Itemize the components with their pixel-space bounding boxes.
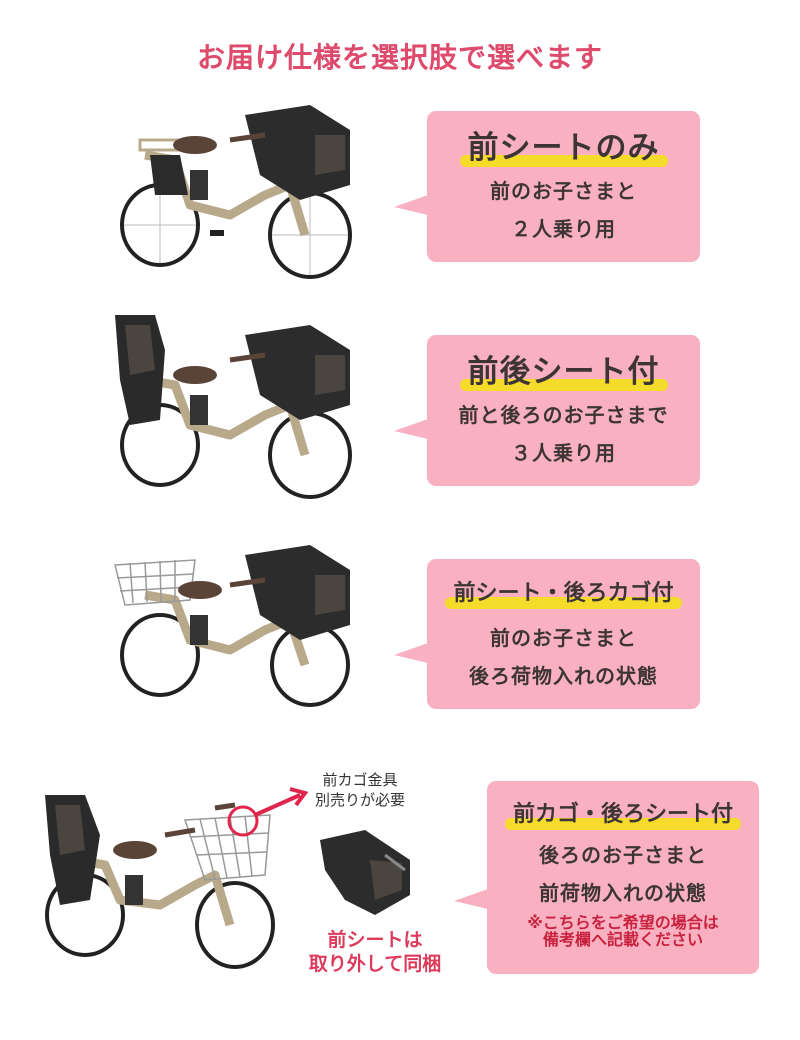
option-title: 前シートのみ xyxy=(459,130,668,167)
page-title: お届け仕様を選択肢で選べます xyxy=(196,41,603,74)
bracket-note-line-1: 前カゴ金具 xyxy=(322,771,398,789)
bubble-tail xyxy=(394,419,428,439)
bubble-tail xyxy=(454,889,488,909)
option-note-line-1: ※こちらをご希望の場合は xyxy=(527,913,719,932)
option-line-2: 前荷物入れの状態 xyxy=(539,881,707,905)
bubble-tail xyxy=(394,195,428,215)
option-line-1: 前のお子さまと xyxy=(490,626,637,650)
option-line-2: 後ろ荷物入れの状態 xyxy=(469,664,658,688)
front-seat-note-line-1: 前シートは xyxy=(327,929,423,951)
option-card-front-rear-seats[interactable]: 前後シート付 前と後ろのお子さまで ３人乗り用 xyxy=(394,335,700,486)
bike-front-basket-rear-seat-image xyxy=(30,775,280,975)
option-title: 前カゴ・後ろシート付 xyxy=(504,799,742,831)
bracket-callout-arrow-icon xyxy=(227,787,309,837)
option-note: ※こちらをご希望の場合は 備考欄へ記載ください xyxy=(487,914,759,948)
bike-front-seat-rear-basket-image xyxy=(100,540,370,710)
option-line-1: 前のお子さまと xyxy=(490,179,637,203)
option-note-line-2: 備考欄へ記載ください xyxy=(542,930,703,949)
option-line-2: ２人乗り用 xyxy=(511,217,616,241)
bubble-tail xyxy=(394,643,428,663)
option-line-2: ３人乗り用 xyxy=(511,441,616,465)
bracket-note: 前カゴ金具 別売りが必要 xyxy=(300,770,420,810)
front-seat-detached-note: 前シートは 取り外して同梱 xyxy=(290,928,460,976)
option-title: 前シート・後ろカゴ付 xyxy=(445,578,682,610)
option-card-front-basket-rear-seat[interactable]: 前カゴ・後ろシート付 後ろのお子さまと 前荷物入れの状態 ※こちらをご希望の場合… xyxy=(454,781,759,974)
option-card-front-seat-only[interactable]: 前シートのみ 前のお子さまと ２人乗り用 xyxy=(394,111,700,262)
bracket-note-line-2: 別売りが必要 xyxy=(314,791,405,809)
option-line-1: 後ろのお子さまと xyxy=(539,843,707,867)
option-title: 前後シート付 xyxy=(459,354,668,391)
detached-front-seat-image xyxy=(310,825,420,920)
option-card-front-seat-rear-basket[interactable]: 前シート・後ろカゴ付 前のお子さまと 後ろ荷物入れの状態 xyxy=(394,559,700,709)
bike-front-seat-only-image xyxy=(100,95,370,285)
bike-front-rear-seats-image xyxy=(100,310,370,500)
option-line-1: 前と後ろのお子さまで xyxy=(458,403,669,427)
front-seat-note-line-2: 取り外して同梱 xyxy=(308,953,442,975)
